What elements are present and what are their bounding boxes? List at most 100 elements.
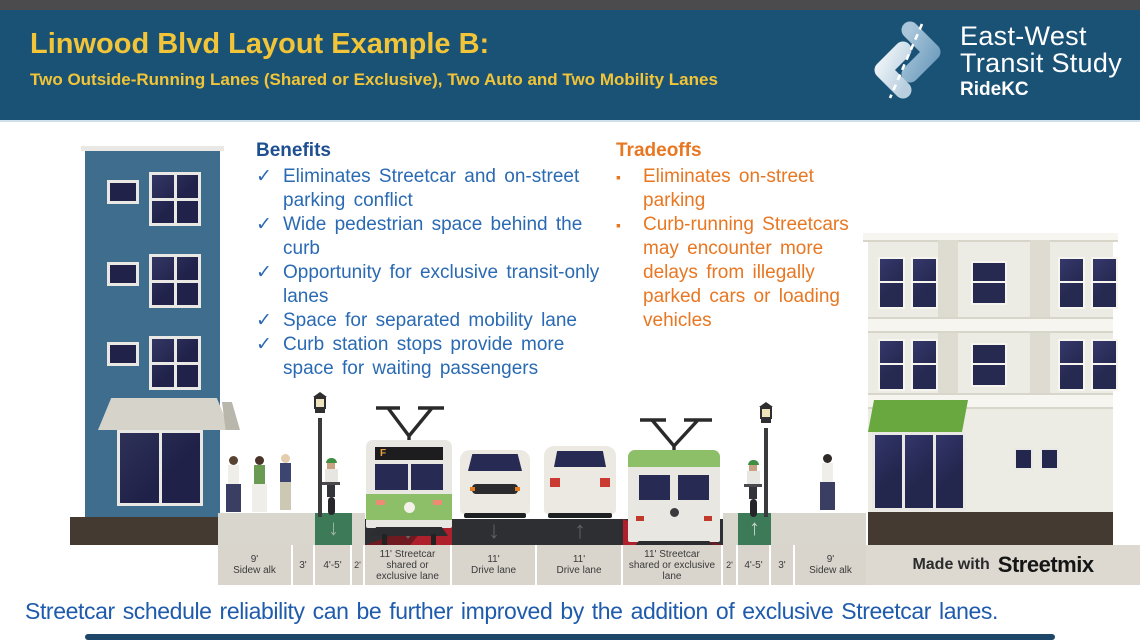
windshield	[468, 454, 522, 471]
windshield	[375, 464, 443, 490]
taillight	[704, 516, 712, 521]
taillight	[600, 478, 610, 487]
pedestrian	[276, 454, 294, 516]
awning	[98, 398, 230, 430]
check-icon: ✓	[256, 334, 272, 355]
lane-label: 3'	[293, 545, 315, 585]
credit-prefix: Made with	[912, 556, 990, 573]
double-chevron-road-icon	[874, 21, 941, 99]
lane-label: 11'Drive lane	[452, 545, 537, 585]
skirt	[370, 527, 448, 536]
tradeoffs-heading: Tradeoffs	[616, 140, 702, 161]
cornice	[868, 317, 1113, 333]
marker-light	[433, 500, 442, 505]
pedestrian	[818, 454, 836, 516]
logo-text: East-West Transit Study RideKC	[960, 20, 1122, 100]
streetmix-credit: Made with Streetmix	[866, 545, 1140, 585]
benefits-heading: Benefits	[256, 140, 331, 161]
logo: East-West Transit Study RideKC	[870, 18, 1122, 104]
green-awning	[868, 400, 968, 432]
streetcar-body	[628, 450, 720, 564]
benefit-text: Eliminates Streetcar and on-street parki…	[283, 166, 580, 211]
logo-line1: East-West	[960, 20, 1087, 51]
lane-label: 11'Drive lane	[537, 545, 623, 585]
benefit-text: Space for separated mobility lane	[283, 310, 577, 331]
rear-window	[678, 475, 709, 500]
window	[878, 339, 938, 391]
up-arrow-icon: ↑	[574, 517, 586, 544]
window	[107, 180, 139, 204]
left-building	[81, 146, 240, 517]
lane-label: 3'	[771, 545, 795, 585]
benefit-item: ✓Wide pedestrian space behind the curb	[256, 213, 608, 261]
square-bullet-icon: ▪	[616, 169, 621, 185]
bike-lane-left: ↓	[315, 513, 352, 545]
lane-label: 2'	[723, 545, 738, 585]
streetcar-body: F	[366, 440, 452, 550]
benefit-text: Wide pedestrian space behind the curb	[283, 214, 583, 259]
horizontal-scrollbar[interactable]	[85, 634, 1055, 640]
buffer-right	[723, 513, 738, 545]
window	[971, 261, 1007, 305]
down-arrow-icon: ↓	[328, 515, 339, 540]
cyclist	[744, 460, 762, 520]
top-strip	[0, 0, 1140, 10]
lane-label: 4'-5'	[738, 545, 771, 585]
sidewalk-right	[771, 513, 866, 545]
benefit-text: Opportunity for exclusive transit-only l…	[283, 262, 600, 307]
storefront-window	[872, 432, 966, 511]
car-rear	[544, 446, 616, 518]
taillight	[550, 478, 560, 487]
benefits-list: Benefits ✓ Eliminates Streetcar and on-st…	[256, 140, 608, 381]
car-front	[460, 450, 530, 518]
benefit-item: ✓ Eliminates Streetcar and on-street park…	[256, 165, 608, 213]
tradeoff-text: Eliminates on-street parking	[643, 166, 814, 211]
rear-window	[554, 451, 606, 467]
pedestrian	[250, 456, 268, 518]
sidewalk-left	[218, 513, 315, 545]
caption: Streetcar schedule reliability can be fu…	[25, 598, 998, 624]
wheel	[382, 534, 387, 550]
lane-label: 9'Sidew alk	[218, 545, 293, 585]
bike-lane-right: ↑	[738, 513, 771, 545]
right-ground	[868, 512, 1113, 545]
benefit-text: Curb station stops provide more space fo…	[283, 334, 565, 379]
window	[1014, 448, 1033, 470]
window	[149, 172, 201, 226]
logo-brand: RideKC	[960, 78, 1029, 100]
tradeoffs-list: Tradeoffs ▪Eliminates on-street parking …	[616, 140, 861, 333]
pantograph-icon	[640, 418, 712, 450]
rear-window	[639, 475, 670, 500]
pantograph-icon	[376, 406, 444, 440]
streetcar-rear	[628, 414, 720, 564]
square-bullet-icon: ▪	[616, 217, 621, 233]
window	[1058, 339, 1118, 391]
window	[107, 262, 139, 286]
lane-label: 9'Sidew alk	[809, 554, 852, 576]
benefit-item: ✓Opportunity for exclusive transit-only …	[256, 261, 608, 309]
streetmix-logo: Streetmix	[997, 552, 1094, 577]
tradeoff-item: ▪Curb-running Streetcars may encounter m…	[616, 213, 861, 333]
logo-line2: Transit Study	[960, 48, 1122, 79]
cyclist	[322, 458, 340, 518]
route-sign: F	[375, 447, 443, 460]
tradeoff-item: ▪ Eliminates on-street parking	[616, 165, 861, 213]
benefit-item: ✓ Space for separated mobility lane	[256, 309, 608, 333]
storefront-window	[117, 430, 203, 506]
window	[107, 342, 139, 366]
page-subtitle: Two Outside-Running Lanes (Shared or Exc…	[30, 70, 718, 89]
check-icon: ✓	[256, 310, 272, 331]
grille	[472, 484, 518, 494]
marker-light	[376, 500, 385, 505]
window	[1058, 257, 1118, 309]
check-icon: ✓	[256, 166, 272, 187]
window	[878, 257, 938, 309]
streetcar-front: F	[366, 402, 452, 550]
lane-label: 2'	[352, 545, 365, 585]
header: Linwood Blvd Layout Example B: Two Outsi…	[0, 10, 1140, 122]
window	[971, 343, 1007, 387]
